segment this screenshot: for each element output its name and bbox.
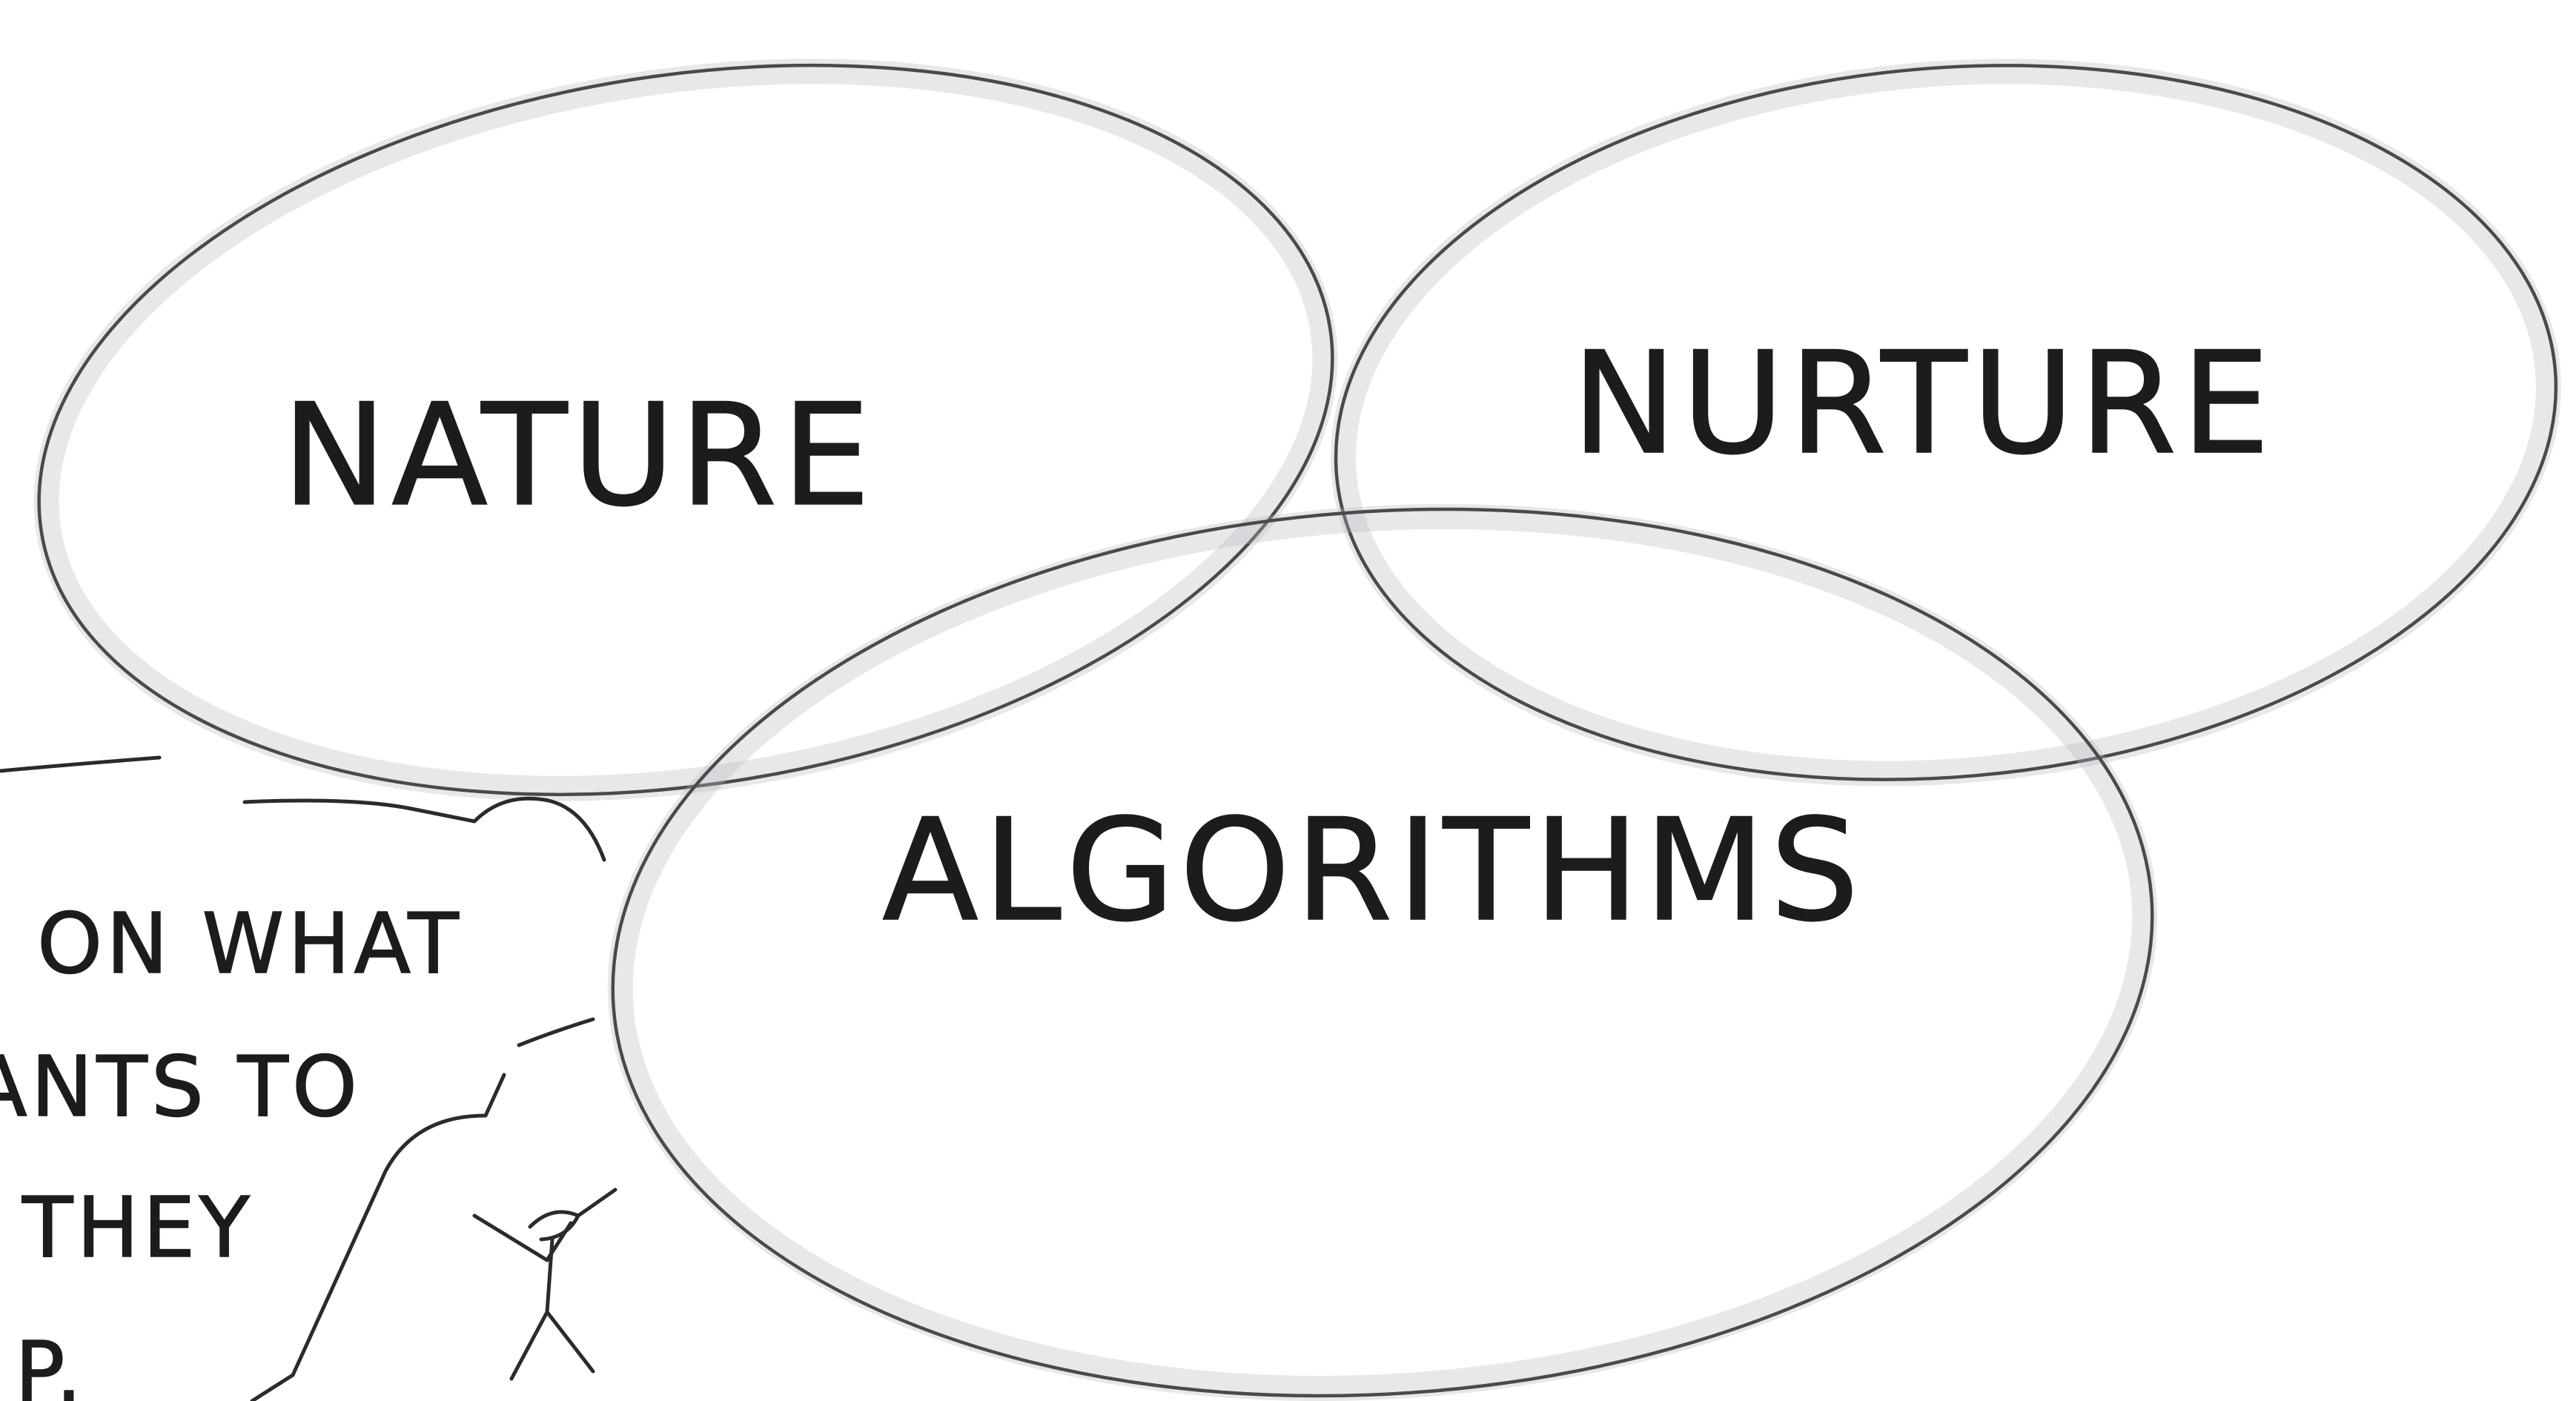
nature-circle (33, 59, 1338, 801)
speech-bubble (0, 755, 606, 1401)
bubble-text-line-2: ANTS TO (0, 1039, 361, 1136)
nurture-circle (1331, 59, 2561, 786)
algorithms-circle (607, 504, 2158, 1401)
stick-figure (472, 1188, 617, 1381)
nurture-label: NURTURE (1572, 322, 2275, 486)
algorithms-label: ALGORITHMS (882, 789, 1864, 953)
bubble-text-line-3: THEY (21, 1180, 254, 1276)
bubble-text-line-1: ON WHAT (37, 896, 463, 993)
nature-label: NATURE (282, 374, 875, 537)
bubble-text-line-4: P. (15, 1325, 86, 1401)
